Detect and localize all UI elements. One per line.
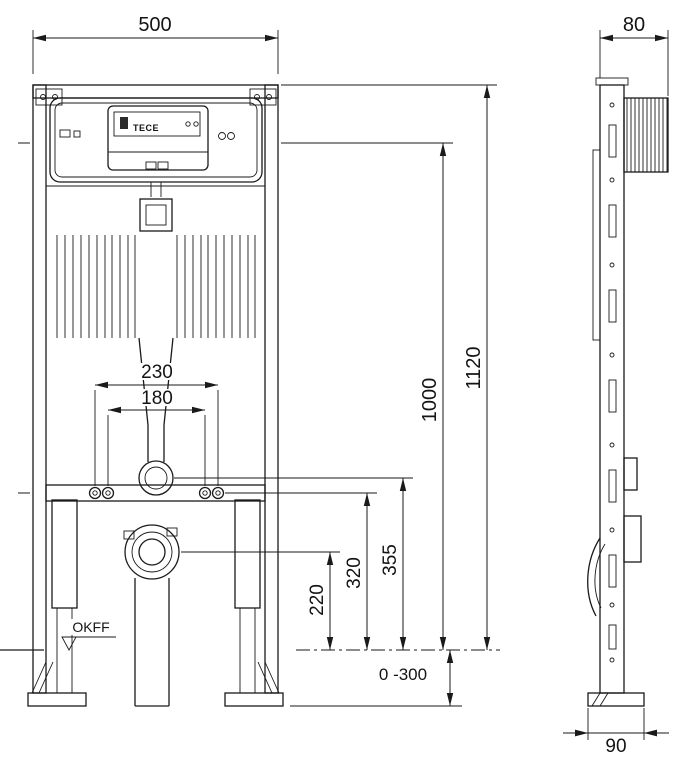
brand-logo-mark bbox=[120, 117, 128, 129]
control-panel bbox=[107, 105, 209, 171]
profile-slots bbox=[608, 124, 617, 650]
wall-bracket-left bbox=[35, 88, 63, 106]
flush-elbow bbox=[138, 460, 174, 496]
cistern: TECE bbox=[49, 97, 263, 197]
cistern-inner bbox=[54, 102, 258, 178]
flushplate-protector bbox=[623, 97, 669, 173]
waste-bend bbox=[123, 524, 180, 707]
waste-pipe bbox=[134, 578, 170, 707]
right-rail bbox=[264, 84, 279, 694]
dim-label-depth-top: 80 bbox=[623, 14, 645, 36]
side-view bbox=[587, 77, 669, 707]
left-leg bbox=[51, 499, 78, 609]
left-rail bbox=[32, 84, 47, 694]
level-triangle-icon bbox=[61, 636, 77, 651]
cistern-screw-right bbox=[227, 132, 235, 140]
waste-connection-side bbox=[623, 515, 642, 563]
dim-label-height-actuation: 1000 bbox=[419, 378, 441, 423]
dim-height-total: 1120 bbox=[281, 84, 497, 650]
dimension-annotations: 500 80 230 180 bbox=[32, 14, 669, 757]
right-foot-tube bbox=[239, 607, 256, 694]
waste-bend-side bbox=[587, 537, 601, 617]
rib-plate bbox=[56, 235, 256, 338]
dim-height-fixing: 320 bbox=[225, 492, 377, 650]
top-crossbar bbox=[32, 84, 279, 99]
dim-label-foot-adjust: 0 -300 bbox=[379, 665, 427, 684]
profile-screws bbox=[609, 102, 615, 663]
right-leg bbox=[234, 499, 261, 609]
waste-clamp-outer bbox=[124, 524, 180, 580]
protector-hatch bbox=[626, 98, 668, 172]
wall-bracket-right bbox=[249, 88, 277, 106]
cistern-screw-left bbox=[218, 132, 226, 140]
inspection-window bbox=[139, 198, 173, 232]
brand-label: TECE bbox=[133, 123, 159, 133]
dim-label-height-waste: 220 bbox=[307, 584, 328, 616]
flush-connector bbox=[150, 182, 162, 197]
dim-depth-top: 80 bbox=[599, 14, 669, 96]
dim-label-height-flush: 355 bbox=[380, 544, 401, 576]
clamp-screw-right bbox=[166, 527, 178, 537]
right-foot-plate bbox=[224, 692, 284, 707]
side-foot-plate bbox=[587, 692, 645, 707]
dim-height-flush: 355 bbox=[174, 477, 413, 650]
clamp-screw-left bbox=[123, 530, 135, 540]
centerline-ticks bbox=[18, 142, 30, 494]
side-profile bbox=[599, 84, 625, 694]
dim-front-width: 500 bbox=[32, 14, 279, 74]
cistern-side-face bbox=[592, 149, 601, 341]
panel-strip bbox=[113, 111, 201, 137]
dim-fixing-inner: 180 bbox=[107, 388, 206, 486]
dim-label-front-width: 500 bbox=[138, 14, 171, 36]
fixing-bolts bbox=[88, 486, 225, 500]
okff-label: OKFF bbox=[72, 619, 109, 635]
dim-height-waste: 220 bbox=[181, 551, 340, 650]
side-top-cap bbox=[595, 77, 629, 86]
cistern-outer bbox=[49, 97, 263, 183]
cistern-icon bbox=[59, 129, 71, 138]
flush-pipe bbox=[138, 337, 174, 496]
dim-label-fixing-outer: 230 bbox=[141, 362, 173, 383]
dim-height-actuation: 1000 bbox=[281, 142, 453, 650]
dim-label-height-total: 1120 bbox=[463, 346, 485, 389]
dim-foot-adjust: 0 -300 bbox=[290, 650, 462, 707]
floor-marker: OKFF bbox=[0, 619, 116, 651]
dim-label-fixing-inner: 180 bbox=[141, 388, 173, 409]
left-foot-plate bbox=[27, 692, 87, 707]
dim-depth-bottom: 90 bbox=[563, 708, 669, 757]
dim-label-height-fixing: 320 bbox=[344, 557, 365, 589]
dim-label-depth-bottom: 90 bbox=[605, 736, 626, 757]
dim-fixing-outer: 230 bbox=[94, 362, 219, 486]
flush-connection-side bbox=[623, 457, 638, 491]
